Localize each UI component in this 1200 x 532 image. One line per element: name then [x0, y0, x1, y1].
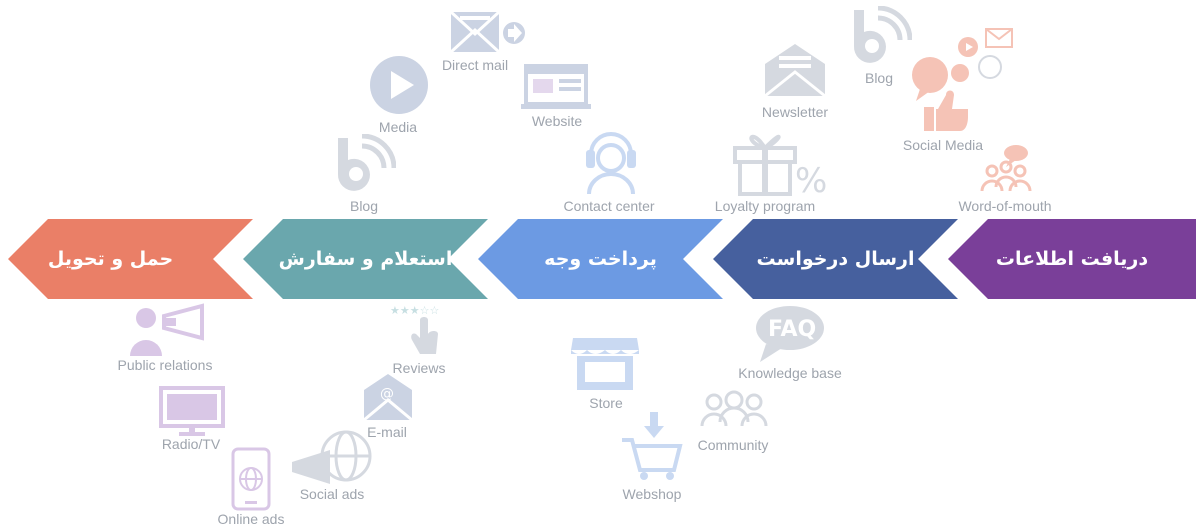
blog-icon — [337, 134, 396, 191]
channel-knowledge-base: Knowledge base — [738, 365, 842, 381]
website-icon — [521, 64, 591, 109]
headset-icon — [586, 132, 636, 195]
stage-payment-label: پرداخت وجه — [544, 248, 657, 270]
shopping-cart-icon — [622, 412, 683, 480]
stage-receive-info-label: دریافت اطلاعات — [995, 248, 1149, 270]
play-media-icon — [370, 56, 428, 114]
megaphone-person-icon — [130, 303, 204, 356]
channel-loyalty-program: Loyalty program — [714, 198, 816, 214]
stage-delivery-shape — [8, 219, 253, 299]
channel-website: Website — [531, 113, 583, 129]
direct-mail-icon — [449, 10, 525, 54]
stage-payment-shape — [478, 219, 723, 299]
channel-blog-right: Blog — [864, 70, 894, 86]
stage-inquiry-order-label: استعلام و سفارش — [278, 248, 453, 270]
channel-newsletter: Newsletter — [761, 104, 829, 120]
channel-public-relations: Public relations — [117, 357, 213, 373]
stage-send-request-label: ارسال درخواست — [756, 248, 915, 270]
gift-percent-icon: % — [733, 134, 827, 196]
channel-word-of-mouth: Word-of-mouth — [958, 198, 1052, 214]
mobile-globe-icon — [231, 447, 271, 511]
svg-text:@: @ — [380, 386, 394, 402]
channel-webshop: Webshop — [622, 486, 682, 502]
stage-payment: پرداخت وجه — [478, 219, 723, 299]
stage-inquiry-order-shape — [243, 219, 488, 299]
channel-media: Media — [378, 119, 418, 135]
faq-icon: FAQ — [756, 306, 824, 362]
social-media-icon — [912, 28, 1013, 131]
stage-receive-info-shape — [948, 219, 1196, 299]
channel-social-ads: Social ads — [299, 486, 365, 502]
svg-text:FAQ: FAQ — [768, 317, 816, 342]
newsletter-icon — [764, 44, 826, 98]
stage-delivery: حمل و تحویل — [8, 219, 253, 299]
social-ads-icon — [292, 430, 372, 484]
stage-receive-info: دریافت اطلاعات — [948, 219, 1196, 299]
channel-blog-left: Blog — [349, 198, 379, 214]
email-icon: @ — [363, 374, 413, 422]
tv-icon — [159, 386, 225, 436]
channel-email: E-mail — [367, 424, 407, 440]
channel-reviews: Reviews — [392, 360, 446, 376]
stage-delivery-label: حمل و تحویل — [47, 248, 174, 270]
channel-contact-center: Contact center — [563, 198, 655, 214]
channel-online-ads: Online ads — [217, 511, 285, 527]
channel-social-media: Social Media — [902, 137, 984, 153]
reviews-icon: ★★★☆☆ — [390, 304, 439, 354]
stage-inquiry-order: استعلام و سفارش — [243, 219, 488, 299]
stage-send-request: ارسال درخواست — [713, 219, 958, 299]
blog-icon — [853, 6, 912, 63]
community-icon — [700, 390, 768, 427]
svg-text:%: % — [795, 161, 827, 196]
svg-text:★★★☆☆: ★★★☆☆ — [390, 304, 439, 317]
stage-send-request-shape — [713, 219, 958, 299]
store-icon — [571, 338, 639, 390]
channel-community: Community — [697, 437, 769, 453]
channel-store: Store — [589, 395, 623, 411]
word-of-mouth-icon — [980, 145, 1032, 192]
channel-radio-tv: Radio/TV — [161, 436, 221, 452]
channel-direct-mail: Direct mail — [441, 57, 509, 73]
